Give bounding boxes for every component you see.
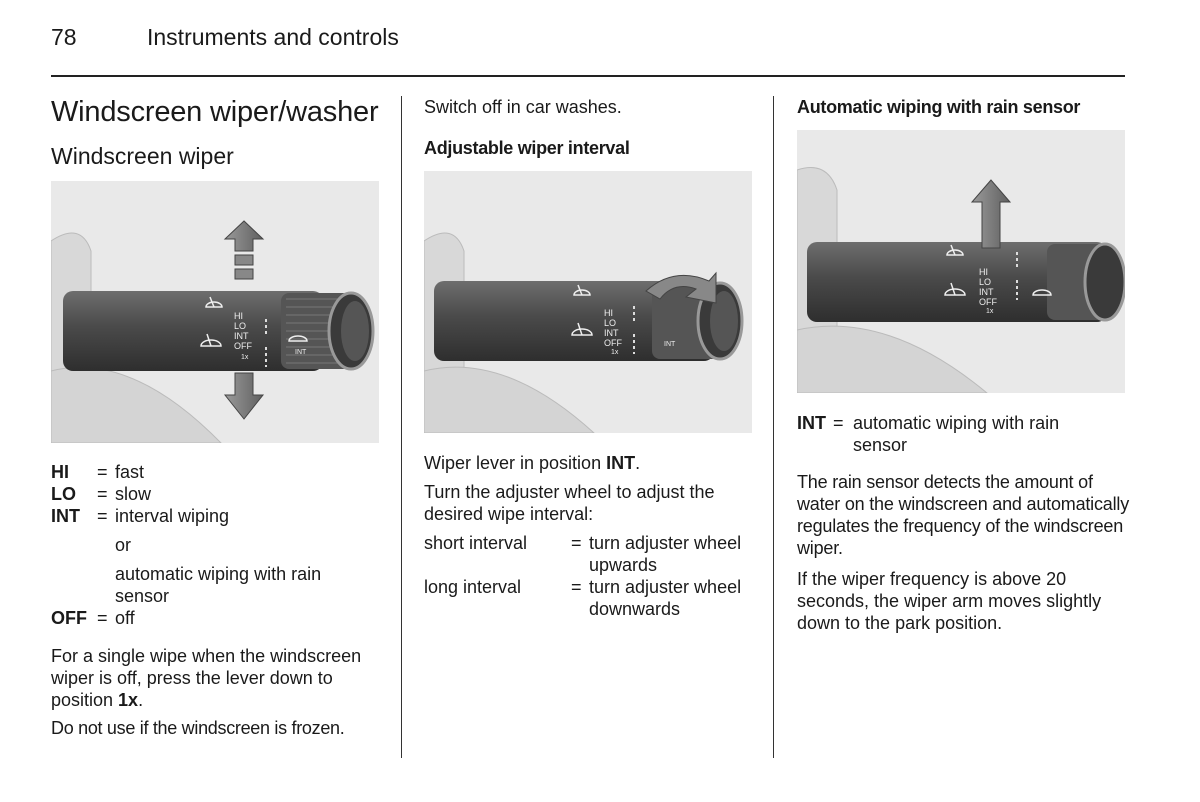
interval-val-short: turn adjuster wheel upwards bbox=[589, 533, 742, 575]
car-wash-note: Switch off in car washes. bbox=[424, 97, 622, 117]
wiper-symbol-icon bbox=[200, 333, 222, 347]
wiper-frequency-text: If the wiper frequency is above 20 secon… bbox=[797, 569, 1102, 633]
wiper-single-icon bbox=[573, 284, 591, 296]
def-key-hi: HI bbox=[51, 462, 69, 482]
svg-text:LO: LO bbox=[604, 318, 616, 328]
section-title: Instruments and controls bbox=[147, 24, 399, 50]
figure-wiper-lever: HI LO INT OFF 1x INT bbox=[51, 181, 379, 443]
para-text: For a single wipe when the windscreen wi… bbox=[51, 646, 362, 710]
def-val-off: off bbox=[115, 608, 135, 628]
svg-text:INT: INT bbox=[604, 328, 619, 338]
def-eq: = bbox=[571, 533, 582, 553]
label-int-wheel: INT bbox=[295, 349, 307, 356]
rain-sensor-text: The rain sensor detects the amount of wa… bbox=[797, 472, 1129, 558]
def-key-lo: LO bbox=[51, 484, 76, 504]
svg-text:LO: LO bbox=[979, 277, 991, 287]
subheading-windscreen-wiper: Windscreen wiper bbox=[51, 143, 234, 169]
para-bold-1x: 1x bbox=[118, 690, 139, 710]
interval-key-long: long interval bbox=[424, 577, 522, 597]
paragraph-frozen: Do not use if the windscreen is frozen. bbox=[51, 717, 391, 739]
wiper-symbol-icon bbox=[571, 322, 593, 336]
label-1x: 1x bbox=[241, 354, 249, 361]
svg-text:INT: INT bbox=[664, 341, 676, 348]
para-text-end: . bbox=[635, 453, 641, 473]
heading-wiper-washer: Windscreen wiper/washer bbox=[51, 96, 379, 128]
svg-text:INT: INT bbox=[979, 287, 994, 297]
arrow-down-icon bbox=[223, 372, 265, 420]
def-val-hi: fast bbox=[115, 462, 145, 482]
wiper-symbol-icon bbox=[944, 244, 1052, 296]
wiper-int-icon bbox=[288, 335, 308, 342]
label-off: OFF bbox=[234, 341, 252, 351]
svg-text:OFF: OFF bbox=[604, 338, 622, 348]
svg-text:OFF: OFF bbox=[979, 297, 997, 307]
svg-text:1x: 1x bbox=[986, 308, 994, 315]
def-val-int-rain: automatic wiping with rain sensor bbox=[853, 413, 1060, 455]
def-eq: = bbox=[97, 462, 108, 482]
heading-adjustable-interval: Adjustable wiper interval bbox=[424, 138, 630, 158]
arrow-up-icon bbox=[223, 220, 265, 280]
column-divider-2 bbox=[773, 96, 774, 758]
para-bold-int: INT bbox=[606, 453, 636, 473]
paragraph-wiper-frequency: If the wiper frequency is above 20 secon… bbox=[797, 568, 1117, 634]
svg-text:HI: HI bbox=[979, 267, 988, 277]
paragraph-lever-position: Wiper lever in position INT. bbox=[424, 452, 754, 474]
interval-table: short interval = turn adjuster wheel upw… bbox=[424, 532, 764, 620]
position-definitions: HI = fast LO = slow INT = interval wipin… bbox=[51, 461, 381, 629]
label-hi: HI bbox=[234, 311, 243, 321]
def-eq: = bbox=[571, 577, 582, 597]
svg-text:1x: 1x bbox=[611, 349, 619, 356]
rotate-arrow-icon bbox=[645, 271, 717, 304]
paragraph-rain-sensor: The rain sensor detects the amount of wa… bbox=[797, 471, 1129, 559]
def-eq: = bbox=[97, 608, 108, 628]
interval-key-short: short interval bbox=[424, 533, 528, 553]
label-lo: LO bbox=[234, 321, 246, 331]
para-text: Wiper lever in position bbox=[424, 453, 607, 473]
def-val-int-auto: automatic wiping with rain sensor bbox=[115, 564, 322, 606]
def-val-int: interval wiping bbox=[115, 506, 230, 526]
frozen-warning: Do not use if the windscreen is frozen. bbox=[51, 718, 345, 738]
column-divider-1 bbox=[401, 96, 402, 758]
header-rule bbox=[51, 75, 1125, 77]
arrow-up-icon bbox=[970, 179, 1012, 249]
para-text-end: . bbox=[138, 690, 144, 710]
interval-val-long: turn adjuster wheel downwards bbox=[589, 577, 742, 619]
paragraph-car-wash: Switch off in car washes. bbox=[424, 96, 754, 118]
def-or: or bbox=[115, 535, 132, 555]
def-eq: = bbox=[97, 506, 108, 526]
def-key-int: INT bbox=[51, 506, 80, 526]
rain-sensor-definition: INT = automatic wiping with rain sensor bbox=[797, 412, 1127, 456]
heading-rain-sensor: Automatic wiping with rain sensor bbox=[797, 97, 1081, 117]
adjust-wheel-text: Turn the adjuster wheel to adjust the de… bbox=[424, 482, 715, 524]
label-int: INT bbox=[234, 331, 249, 341]
svg-text:HI: HI bbox=[604, 308, 613, 318]
paragraph-single-wipe: For a single wipe when the windscreen wi… bbox=[51, 645, 371, 711]
def-key-int: INT bbox=[797, 413, 826, 433]
wiper-single-icon bbox=[205, 296, 223, 308]
def-eq: = bbox=[97, 484, 108, 504]
page-number: 78 bbox=[51, 24, 77, 50]
def-key-off: OFF bbox=[51, 608, 87, 628]
paragraph-adjust-wheel: Turn the adjuster wheel to adjust the de… bbox=[424, 481, 754, 525]
def-val-lo: slow bbox=[115, 484, 152, 504]
def-eq: = bbox=[833, 413, 844, 433]
